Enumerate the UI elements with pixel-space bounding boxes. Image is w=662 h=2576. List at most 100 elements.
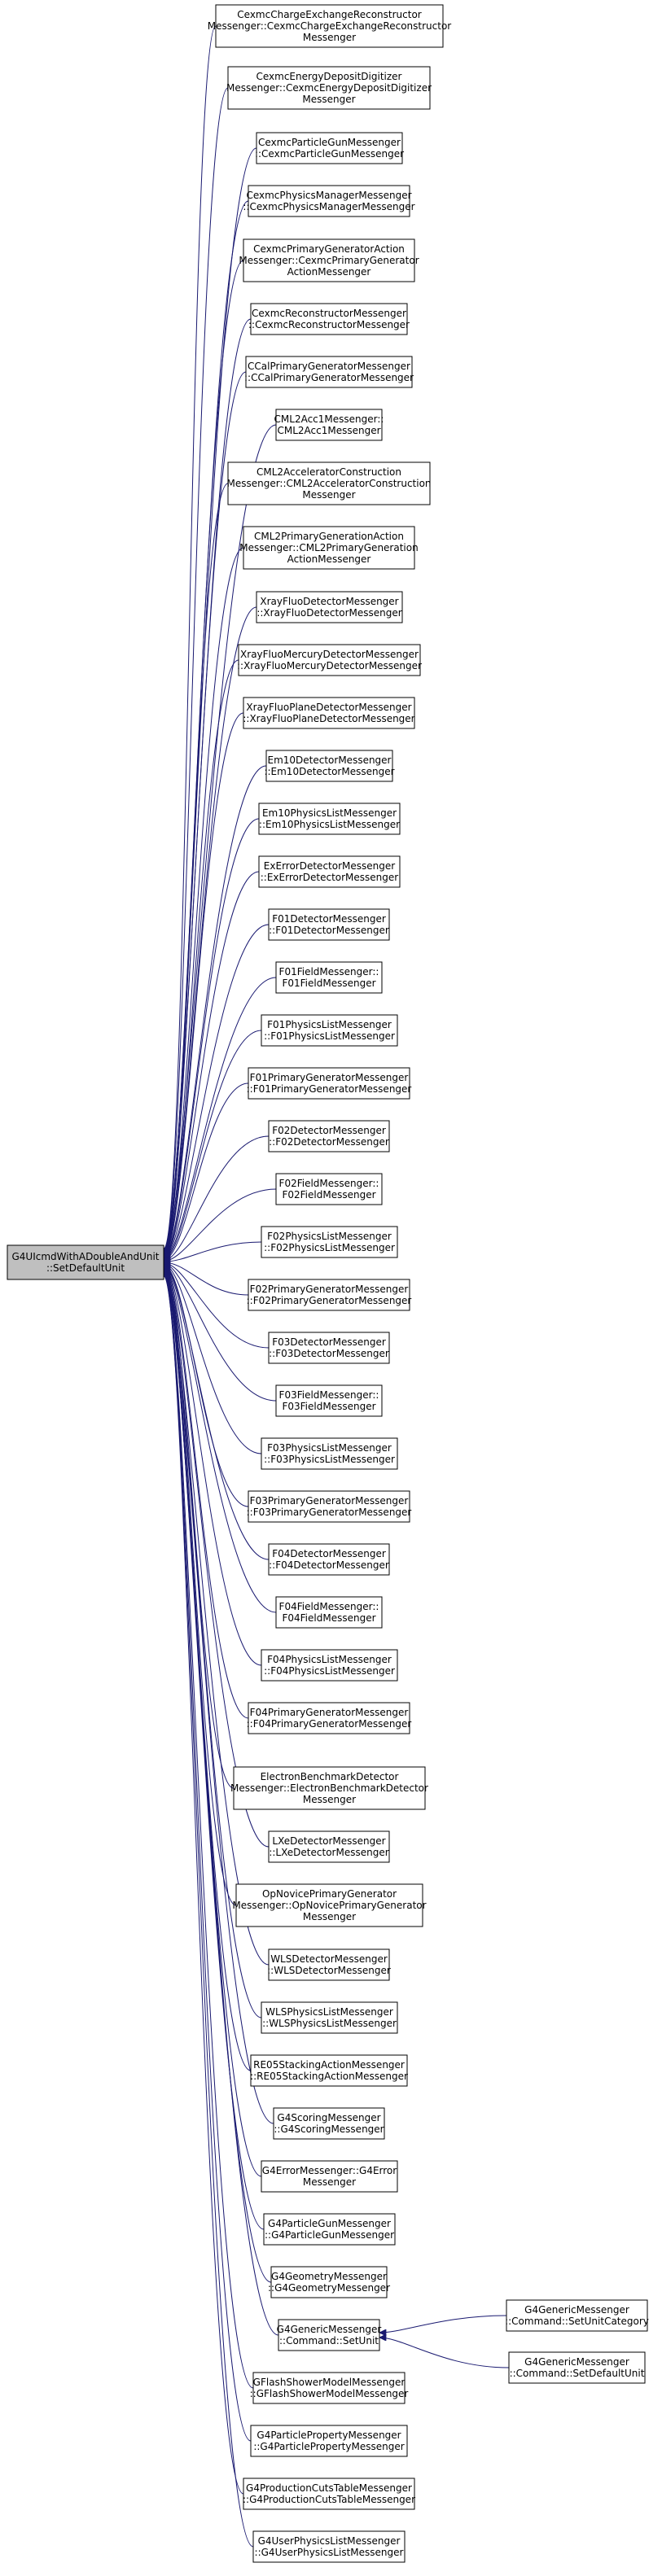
edge-caller-17 xyxy=(164,977,277,1259)
caller-3-label-line: CexmcPhysicsManagerMessenger xyxy=(246,190,411,201)
caller-2-node[interactable]: CexmcParticleGunMessenger::CexmcParticle… xyxy=(255,132,404,164)
caller-22-node[interactable]: F02PhysicsListMessenger::F02PhysicsListM… xyxy=(261,1226,398,1258)
caller-4-label-line: ActionMessenger xyxy=(287,266,371,278)
edge-caller-42 xyxy=(164,1274,279,2336)
caller-25-box xyxy=(275,1384,383,1417)
caller-16-label-line: F01DetectorMessenger xyxy=(272,913,386,925)
caller-37-label-line: ::RE05StackingActionMessenger xyxy=(250,2071,408,2082)
caller-38-node[interactable]: G4ScoringMessenger::G4ScoringMessenger xyxy=(273,2107,385,2140)
edge-caller-31 xyxy=(164,1267,249,1719)
setunit-caller-0-node[interactable]: G4GenericMessenger::Command::SetUnitCate… xyxy=(505,2299,649,2332)
caller-20-label-line: F02DetectorMessenger xyxy=(272,1125,386,1136)
caller-36-label-line: ::WLSPhysicsListMessenger xyxy=(262,2018,397,2029)
setunit-caller-0-label-line: ::Command::SetUnitCategory xyxy=(505,2316,649,2327)
caller-40-box xyxy=(263,2213,396,2246)
caller-5-node[interactable]: CexmcReconstructorMessenger::CexmcRecons… xyxy=(248,303,410,335)
caller-0-node[interactable]: CexmcChargeExchangeReconstructorMessenge… xyxy=(208,4,452,48)
caller-14-box xyxy=(258,803,401,835)
caller-14-node[interactable]: Em10PhysicsListMessenger::Em10PhysicsLis… xyxy=(258,803,401,835)
edge-caller-33 xyxy=(164,1268,270,1848)
caller-1-label-line: CexmcEnergyDepositDigitizer xyxy=(256,71,401,82)
caller-13-node[interactable]: Em10DetectorMessenger::Em10DetectorMesse… xyxy=(264,750,395,782)
edge-caller-29 xyxy=(164,1266,277,1613)
caller-6-node[interactable]: CCalPrimaryGeneratorMessenger::CCalPrima… xyxy=(244,356,414,388)
caller-16-node[interactable]: F01DetectorMessenger::F01DetectorMesseng… xyxy=(268,908,390,941)
caller-9-node[interactable]: CML2PrimaryGenerationActionMessenger::CM… xyxy=(239,526,419,570)
caller-20-node[interactable]: F02DetectorMessenger::F02DetectorMesseng… xyxy=(268,1120,390,1152)
caller-34-node[interactable]: OpNovicePrimaryGeneratorMessenger::OpNov… xyxy=(232,1883,427,1927)
caller-40-node[interactable]: G4ParticleGunMessenger::G4ParticleGunMes… xyxy=(263,2213,396,2246)
caller-18-label-line: ::F01PhysicsListMessenger xyxy=(264,1030,395,1042)
caller-11-node[interactable]: XrayFluoMercuryDetectorMessenger::XrayFl… xyxy=(237,644,422,676)
caller-18-box xyxy=(261,1014,398,1047)
caller-31-node[interactable]: F04PrimaryGeneratorMessenger::F04Primary… xyxy=(247,1702,412,1734)
caller-2-label-line: ::CexmcParticleGunMessenger xyxy=(255,148,404,160)
setunit-caller-1-node[interactable]: G4GenericMessenger::Command::SetDefaultU… xyxy=(508,2351,646,2384)
caller-1-label-line: Messenger xyxy=(302,94,355,105)
caller-15-box xyxy=(258,855,401,888)
caller-32-node[interactable]: ElectronBenchmarkDetectorMessenger::Elec… xyxy=(230,1766,428,1810)
caller-42-label-line: ::Command::SetUnit xyxy=(279,2335,379,2346)
caller-8-node[interactable]: CML2AcceleratorConstructionMessenger::CM… xyxy=(226,461,432,505)
caller-35-label-line: WLSDetectorMessenger xyxy=(270,1953,388,1965)
caller-30-node[interactable]: F04PhysicsListMessenger::F04PhysicsListM… xyxy=(261,1649,398,1682)
caller-29-label-line: F04FieldMessenger:: xyxy=(279,1601,379,1612)
caller-1-node[interactable]: CexmcEnergyDepositDigitizerMessenger::Ce… xyxy=(226,66,432,110)
caller-10-node[interactable]: XrayFluoDetectorMessenger::XrayFluoDetec… xyxy=(256,591,403,623)
nodes: G4UIcmdWithADoubleAndUnit::SetDefaultUni… xyxy=(7,4,649,2563)
caller-39-node[interactable]: G4ErrorMessenger::G4ErrorMessenger xyxy=(261,2160,398,2193)
edge-caller-1 xyxy=(164,87,229,1249)
caller-12-node[interactable]: XrayFluoPlaneDetectorMessenger::XrayFluo… xyxy=(243,697,415,729)
caller-39-label-line: G4ErrorMessenger::G4Error xyxy=(262,2165,397,2176)
caller-4-node[interactable]: CexmcPrimaryGeneratorActionMessenger::Ce… xyxy=(239,238,419,282)
caller-24-node[interactable]: F03DetectorMessenger::F03DetectorMesseng… xyxy=(268,1332,390,1364)
caller-43-node[interactable]: GFlashShowerModelMessenger::GFlashShower… xyxy=(250,2372,409,2404)
caller-21-node[interactable]: F02FieldMessenger::F02FieldMessenger xyxy=(275,1173,383,1205)
caller-37-node[interactable]: RE05StackingActionMessenger::RE05Stackin… xyxy=(250,2054,408,2087)
caller-15-node[interactable]: ExErrorDetectorMessenger::ExErrorDetecto… xyxy=(258,855,401,888)
caller-26-node[interactable]: F03PhysicsListMessenger::F03PhysicsListM… xyxy=(261,1437,398,1470)
edge-caller-14 xyxy=(164,818,260,1257)
edge-caller-43 xyxy=(164,1275,254,2389)
caller-36-node[interactable]: WLSPhysicsListMessenger::WLSPhysicsListM… xyxy=(261,2001,398,2034)
caller-28-node[interactable]: F04DetectorMessenger::F04DetectorMesseng… xyxy=(268,1543,390,1576)
root-box xyxy=(7,1244,164,1280)
caller-27-node[interactable]: F03PrimaryGeneratorMessenger::F03Primary… xyxy=(247,1490,412,1523)
caller-45-node[interactable]: G4ProductionCutsTableMessenger::G4Produc… xyxy=(243,2478,415,2510)
caller-1-label-line: Messenger::CexmcEnergyDepositDigitizer xyxy=(226,82,432,94)
caller-25-node[interactable]: F03FieldMessenger::F03FieldMessenger xyxy=(275,1384,383,1417)
edge-caller-21 xyxy=(164,1188,277,1262)
caller-30-label-line: ::F04PhysicsListMessenger xyxy=(264,1665,395,1677)
caller-40-label-line: G4ParticleGunMessenger xyxy=(268,2218,391,2229)
caller-43-label-line: GFlashShowerModelMessenger xyxy=(253,2377,406,2388)
caller-11-label-line: ::XrayFluoMercuryDetectorMessenger xyxy=(237,660,422,671)
caller-33-node[interactable]: LXeDetectorMessenger::LXeDetectorMesseng… xyxy=(268,1830,390,1863)
caller-31-label-line: ::F04PrimaryGeneratorMessenger xyxy=(247,1718,412,1730)
caller-3-node[interactable]: CexmcPhysicsManagerMessenger::CexmcPhysi… xyxy=(243,185,415,217)
caller-29-node[interactable]: F04FieldMessenger::F04FieldMessenger xyxy=(275,1596,383,1629)
caller-7-node[interactable]: CML2Acc1Messenger::CML2Acc1Messenger xyxy=(274,409,384,441)
caller-18-node[interactable]: F01PhysicsListMessenger::F01PhysicsListM… xyxy=(261,1014,398,1047)
caller-19-node[interactable]: F01PrimaryGeneratorMessenger::F01Primary… xyxy=(247,1067,412,1100)
caller-33-label-line: LXeDetectorMessenger xyxy=(272,1835,385,1847)
caller-17-node[interactable]: F01FieldMessenger::F01FieldMessenger xyxy=(275,961,383,994)
caller-41-label-line: G4GeometryMessenger xyxy=(271,2271,387,2282)
setunit-caller-0-box xyxy=(506,2299,648,2332)
caller-44-node[interactable]: G4ParticlePropertyMessenger::G4ParticleP… xyxy=(250,2425,408,2457)
caller-23-label-line: F02PrimaryGeneratorMessenger xyxy=(250,1284,409,1295)
caller-12-box xyxy=(243,697,415,729)
caller-28-label-line: F04DetectorMessenger xyxy=(272,1548,386,1559)
caller-2-box xyxy=(256,132,403,164)
caller-35-node[interactable]: WLSDetectorMessenger::WLSDetectorMesseng… xyxy=(267,1948,391,1981)
caller-42-node[interactable]: G4GenericMessenger::Command::SetUnit xyxy=(277,2319,382,2351)
caller-46-node[interactable]: G4UserPhysicsListMessenger::G4UserPhysic… xyxy=(252,2530,406,2563)
caller-9-label-line: Messenger::CML2PrimaryGeneration xyxy=(239,542,418,553)
caller-22-label-line: F02PhysicsListMessenger xyxy=(267,1231,392,1242)
caller-41-node[interactable]: G4GeometryMessenger::G4GeometryMessenger xyxy=(268,2266,390,2298)
caller-38-label-line: ::G4ScoringMessenger xyxy=(274,2123,384,2135)
caller-38-label-line: G4ScoringMessenger xyxy=(277,2112,380,2123)
root-node[interactable]: G4UIcmdWithADoubleAndUnit::SetDefaultUni… xyxy=(7,1244,164,1280)
caller-31-label-line: F04PrimaryGeneratorMessenger xyxy=(250,1707,409,1718)
caller-23-node[interactable]: F02PrimaryGeneratorMessenger::F02Primary… xyxy=(247,1279,412,1311)
